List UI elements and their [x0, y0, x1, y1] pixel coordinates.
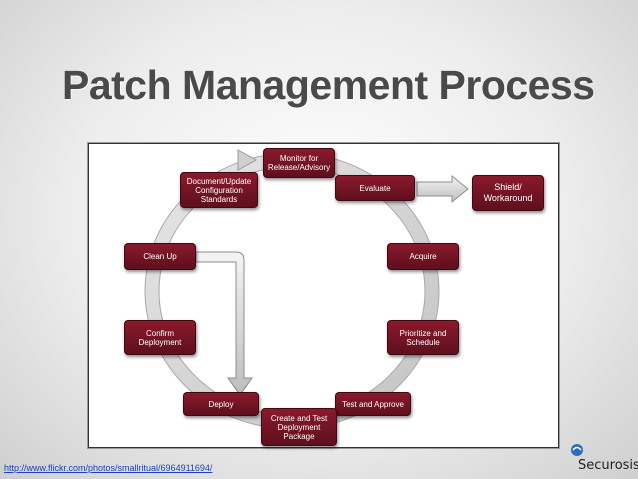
step-clean-up: Clean Up [124, 243, 196, 270]
step-prioritize: Prioritize and Schedule [387, 320, 459, 355]
step-shield-label: Shield/ Workaround [483, 182, 533, 203]
step-acquire: Acquire [387, 243, 459, 270]
cycle-arrowhead [237, 149, 258, 171]
slide-title: Patch Management Process [62, 62, 595, 108]
step-create-test: Create and Test Deployment Package [261, 408, 337, 446]
securosis-logo-text: Securosis [578, 458, 638, 473]
step-document: Document/Update Configuration Standards [180, 172, 258, 208]
step-shield-workaround: Shield/ Workaround [472, 175, 544, 211]
step-document-label: Document/Update Configuration Standards [186, 176, 252, 204]
step-deploy-label: Deploy [208, 399, 234, 409]
step-deploy: Deploy [183, 392, 259, 416]
step-prioritize-label: Prioritize and Schedule [399, 328, 447, 347]
cleanup-to-deploy-arrow [195, 251, 253, 396]
shield-branch-arrow [416, 174, 469, 204]
step-confirm: Confirm Deployment [124, 320, 196, 355]
step-evaluate-label: Evaluate [359, 183, 391, 193]
securosis-logo-icon [571, 444, 583, 456]
step-test-approve: Test and Approve [335, 392, 411, 416]
step-confirm-label: Confirm Deployment [138, 328, 182, 347]
flickr-credit-link[interactable]: http://www.flickr.com/photos/smallritual… [4, 463, 213, 473]
step-monitor-label: Monitor for Release/Advisory [267, 154, 331, 172]
step-test-approve-label: Test and Approve [342, 399, 404, 409]
step-monitor: Monitor for Release/Advisory [263, 148, 335, 178]
step-evaluate: Evaluate [335, 175, 415, 201]
step-acquire-label: Acquire [409, 252, 437, 261]
step-create-test-label: Create and Test Deployment Package [270, 413, 328, 441]
step-clean-up-label: Clean Up [143, 252, 177, 261]
